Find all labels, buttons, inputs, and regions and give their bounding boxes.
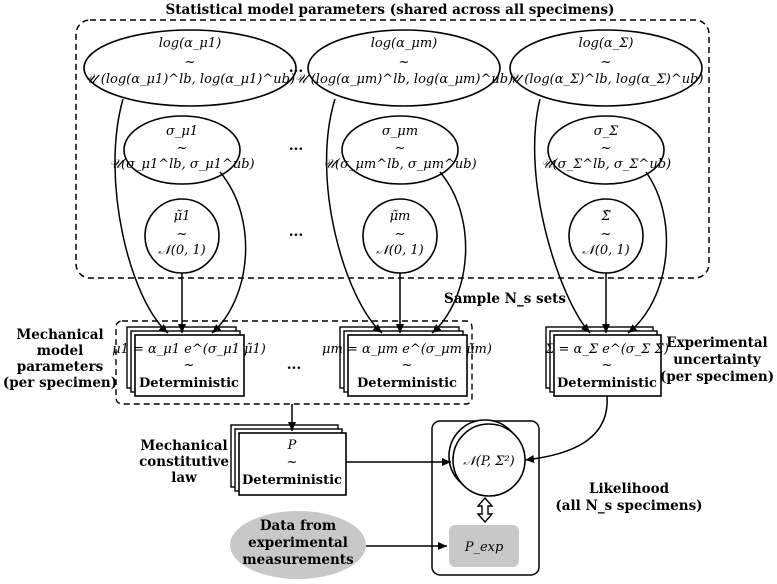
edge-log1-det1 <box>114 98 169 334</box>
svg-text:law: law <box>171 470 197 486</box>
svg-text:𝒩(0, 1): 𝒩(0, 1) <box>158 243 205 258</box>
edge-sigma-likelihood <box>524 395 608 463</box>
svg-text:~: ~ <box>399 55 410 70</box>
svg-text:P_exp: P_exp <box>464 540 504 555</box>
svg-text:μm = α_μm e^(σ_μm μ̃m): μm = α_μm e^(σ_μm μ̃m) <box>322 342 492 357</box>
svg-text:Σ̃: Σ̃ <box>600 209 611 224</box>
svg-text:constitutive: constitutive <box>139 454 229 470</box>
log-alpha-mu1-node: log(α_μ1) ~ 𝒰 (log(α_μ1)^lb, log(α_μ1)^u… <box>83 29 297 107</box>
svg-text:~: ~ <box>602 358 613 373</box>
ellipsis-row4: ... <box>287 357 302 373</box>
svg-text:𝒰 (log(α_μm)^lb, log(α_μm)^ub: 𝒰 (log(α_μm)^lb, log(α_μm)^ub) <box>295 72 513 87</box>
sigma-mu1-node: σ_μ1 ~ 𝒰(σ_μ1^lb, σ_μ1^ub) <box>109 115 255 185</box>
svg-text:P: P <box>287 438 297 453</box>
svg-text:𝒰 (log(α_Σ)^lb, log(α_Σ)^ub): 𝒰 (log(α_Σ)^lb, log(α_Σ)^ub) <box>508 72 703 87</box>
svg-text:𝒩(P, Σ²): 𝒩(P, Σ²) <box>463 454 514 469</box>
svg-text:Data from: Data from <box>260 518 336 534</box>
edge-logS-detS <box>533 98 591 334</box>
mechanical-params-label: Mechanical model parameters (per specime… <box>3 327 117 391</box>
mechanical-params-region <box>115 320 473 405</box>
svg-text:𝒰 (log(α_μ1)^lb, log(α_μ1)^ub: 𝒰 (log(α_μ1)^lb, log(α_μ1)^ub) <box>85 72 295 87</box>
edges <box>114 98 668 550</box>
data-node: Data from experimental measurements <box>230 511 366 579</box>
svg-text:log(α_μ1): log(α_μ1) <box>159 36 221 51</box>
ellipsis-row2: ... <box>289 138 304 154</box>
sigma-deterministic-node: Σ = α_Σ e^(σ_Σ Σ̃) ~ Deterministic <box>544 326 669 397</box>
sigma-mum-node: σ_μm ~ 𝒰(σ_μm^lb, σ_μm^ub) <box>323 115 477 185</box>
svg-text:σ_μm: σ_μm <box>382 124 418 139</box>
mum-tilde-node: μ̃m ~ 𝒩(0, 1) <box>362 198 438 274</box>
edge-sigmam-detm <box>431 171 467 334</box>
svg-text:μ̃m: μ̃m <box>390 209 411 224</box>
svg-text:Deterministic: Deterministic <box>557 376 657 391</box>
svg-text:𝒰(σ_μm^lb, σ_μm^ub): 𝒰(σ_μm^lb, σ_μm^ub) <box>323 157 476 172</box>
svg-text:log(α_μm): log(α_μm) <box>371 36 438 51</box>
svg-text:Σ = α_Σ e^(σ_Σ Σ̃): Σ = α_Σ e^(σ_Σ Σ̃) <box>544 342 669 357</box>
constitutive-law-node: P ~ Deterministic <box>230 424 347 496</box>
svg-text:Mechanical: Mechanical <box>140 438 227 454</box>
svg-text:~: ~ <box>185 55 196 70</box>
svg-text:(all N_s specimens): (all N_s specimens) <box>555 498 702 514</box>
svg-text:uncertainty: uncertainty <box>673 352 762 368</box>
mum-deterministic-node: μm = α_μm e^(σ_μm μ̃m) ~ Deterministic <box>322 326 492 397</box>
constitutive-law-label: Mechanical constitutive law <box>139 438 229 486</box>
svg-text:~: ~ <box>395 227 406 242</box>
log-alpha-mum-node: log(α_μm) ~ 𝒰 (log(α_μm)^lb, log(α_μm)^u… <box>295 29 513 107</box>
svg-text:measurements: measurements <box>242 552 354 568</box>
svg-text:Mechanical: Mechanical <box>16 327 103 343</box>
edge-sigmaS-detS <box>627 171 668 334</box>
svg-text:Deterministic: Deterministic <box>139 376 239 391</box>
svg-text:𝒰(σ_Σ^lb, σ_Σ^ub): 𝒰(σ_Σ^lb, σ_Σ^ub) <box>541 157 671 172</box>
svg-text:Deterministic: Deterministic <box>242 473 342 488</box>
svg-text:Likelihood: Likelihood <box>589 481 670 497</box>
svg-text:~: ~ <box>402 358 413 373</box>
svg-text:model: model <box>37 343 83 359</box>
svg-text:𝒰(σ_μ1^lb, σ_μ1^ub): 𝒰(σ_μ1^lb, σ_μ1^ub) <box>109 157 254 172</box>
observed-node: P_exp <box>449 525 519 567</box>
sigma-sigma-node: σ_Σ ~ 𝒰(σ_Σ^lb, σ_Σ^ub) <box>541 115 671 185</box>
svg-text:(per specimen): (per specimen) <box>660 369 774 385</box>
svg-text:log(α_Σ): log(α_Σ) <box>579 36 634 51</box>
svg-text:σ_Σ: σ_Σ <box>594 124 619 139</box>
svg-text:~: ~ <box>601 141 612 156</box>
diagram-title: Statistical model parameters (shared acr… <box>166 2 615 18</box>
svg-text:experimental: experimental <box>248 535 348 551</box>
likelihood-node: 𝒩(P, Σ²) <box>448 419 526 497</box>
svg-text:μ̃1: μ̃1 <box>174 209 191 224</box>
ellipsis-row3: ... <box>289 224 304 240</box>
sample-sets-label: Sample N_s sets <box>444 291 566 307</box>
edge-logm-detm <box>325 98 383 334</box>
svg-text:𝒩(0, 1): 𝒩(0, 1) <box>376 243 423 258</box>
svg-text:Experimental: Experimental <box>666 335 767 351</box>
log-alpha-sigma-node: log(α_Σ) ~ 𝒰 (log(α_Σ)^lb, log(α_Σ)^ub) <box>508 29 704 107</box>
svg-text:~: ~ <box>184 358 195 373</box>
svg-text:(per specimen): (per specimen) <box>3 375 117 391</box>
mu1-tilde-node: μ̃1 ~ 𝒩(0, 1) <box>144 198 220 274</box>
ellipsis-row1: ... <box>289 60 304 76</box>
svg-text:𝒩(0, 1): 𝒩(0, 1) <box>582 243 629 258</box>
shared-parameters-region <box>75 19 710 279</box>
svg-text:~: ~ <box>287 455 298 470</box>
likelihood-label: Likelihood (all N_s specimens) <box>555 481 702 514</box>
experimental-uncertainty-label: Experimental uncertainty (per specimen) <box>660 335 774 385</box>
svg-text:μ1 = α_μ1 e^(σ_μ1 μ̃1): μ1 = α_μ1 e^(σ_μ1 μ̃1) <box>112 342 266 357</box>
svg-text:Deterministic: Deterministic <box>357 376 457 391</box>
svg-text:parameters: parameters <box>17 359 104 375</box>
likelihood-observed-link <box>476 496 494 524</box>
svg-text:~: ~ <box>395 141 406 156</box>
mu1-deterministic-node: μ1 = α_μ1 e^(σ_μ1 μ̃1) ~ Deterministic <box>112 326 266 397</box>
edge-sigma1-det1 <box>211 171 247 334</box>
sigma-tilde-node: Σ̃ ~ 𝒩(0, 1) <box>568 198 644 274</box>
svg-text:~: ~ <box>601 227 612 242</box>
svg-text:σ_μ1: σ_μ1 <box>166 124 198 139</box>
svg-text:~: ~ <box>601 55 612 70</box>
svg-text:~: ~ <box>177 227 188 242</box>
svg-text:~: ~ <box>177 141 188 156</box>
